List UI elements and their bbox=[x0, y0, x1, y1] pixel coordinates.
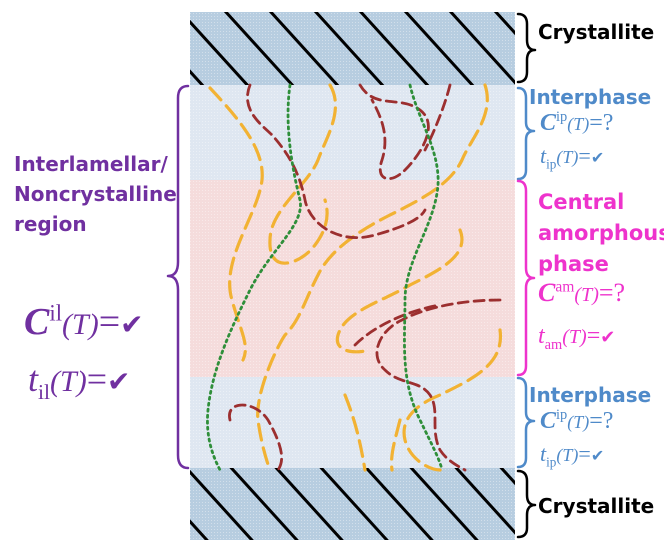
central-amorphous-label-3: phase bbox=[538, 252, 609, 276]
brace-interphase-top bbox=[516, 86, 536, 181]
central-amorphous-label-2: amorphous bbox=[538, 221, 664, 245]
interlamellar-thickness-eq: til(T)=✔ bbox=[28, 359, 131, 405]
interphase-top-capacity-eq: Cip(T)=? bbox=[540, 109, 614, 136]
crystallite-bottom-label: Crystallite bbox=[538, 494, 655, 518]
interlamellar-label-1: Interlamellar/ bbox=[14, 152, 168, 176]
amorphous-capacity-eq: Cam(T)=? bbox=[538, 278, 626, 307]
interphase-bottom-thickness-eq: tip(T)=✔ bbox=[540, 441, 605, 470]
chains-green bbox=[206, 83, 444, 472]
brace-central-amorphous bbox=[516, 179, 536, 377]
chains-red bbox=[228, 83, 502, 472]
amorphous-thickness-eq: tam(T)=✔ bbox=[538, 323, 616, 353]
interphase-top-label: Interphase bbox=[529, 85, 652, 109]
crystallite-top-label: Crystallite bbox=[538, 20, 655, 44]
crystal-stems-top bbox=[190, 12, 515, 85]
brace-crystallite-top bbox=[516, 12, 537, 84]
interlamellar-capacity-eq: Cil(T)=✔ bbox=[24, 300, 144, 343]
crystal-stems-bottom bbox=[190, 468, 515, 540]
brace-interlamellar bbox=[166, 84, 190, 470]
interphase-top-thickness-eq: tip(T)=✔ bbox=[540, 143, 605, 172]
interlamellar-label-3: region bbox=[14, 212, 87, 236]
interphase-bottom-capacity-eq: Cip(T)=? bbox=[540, 407, 614, 434]
brace-interphase-bottom bbox=[516, 376, 536, 469]
brace-crystallite-bottom bbox=[516, 469, 537, 539]
chains-orange bbox=[208, 83, 503, 472]
central-amorphous-label-1: Central bbox=[538, 190, 625, 214]
interlamellar-label-2: Noncrystalline bbox=[14, 182, 177, 206]
interphase-bottom-label: Interphase bbox=[529, 383, 652, 407]
